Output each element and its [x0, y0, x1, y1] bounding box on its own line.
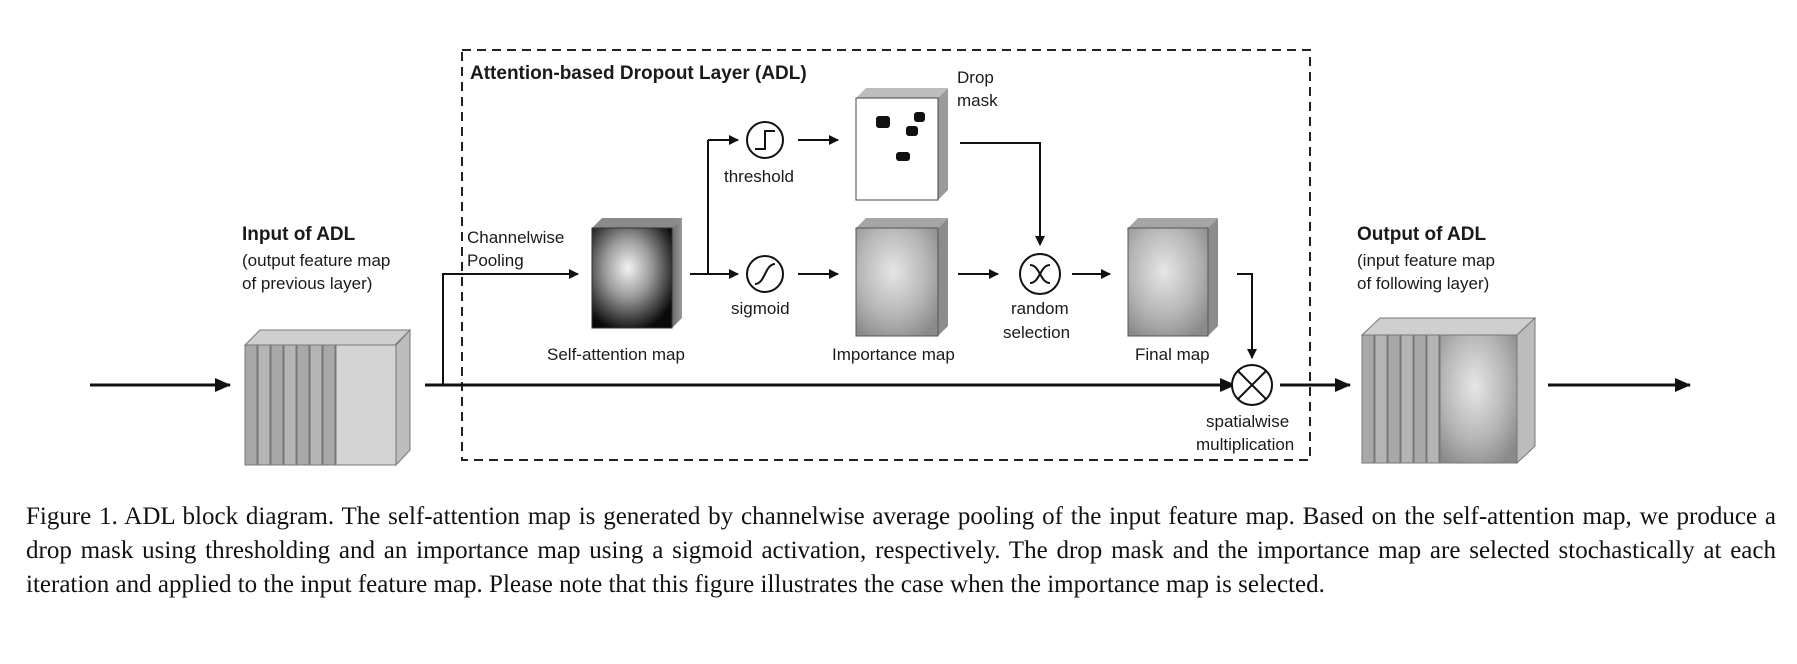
final-map-label: Final map: [1135, 345, 1210, 364]
output-subtitle-1: (input feature map: [1357, 251, 1495, 270]
step-function-icon: [755, 130, 775, 150]
input-title: Input of ADL: [242, 224, 356, 245]
final-to-multiply-arrow: [1237, 273, 1257, 359]
output-title: Output of ADL: [1357, 224, 1486, 245]
drop-mask-label-1: Drop: [957, 68, 994, 87]
spatialwise-label-1: spatialwise: [1206, 412, 1289, 431]
importance-label: Importance map: [832, 345, 955, 364]
sigmoid-label: sigmoid: [731, 299, 790, 318]
input-feature-map: [243, 328, 412, 467]
output-subtitle-2: of following layer): [1357, 274, 1489, 293]
sigmoid-curve-icon: [754, 263, 776, 285]
cross-glyph-icon: [1237, 370, 1267, 400]
self-attention-map: [591, 218, 682, 329]
output-feature-map: [1360, 316, 1537, 465]
shuffle-glyph-icon: [1029, 264, 1051, 284]
figure-caption: Figure 1. ADL block diagram. The self-at…: [26, 503, 1776, 598]
self-attention-label: Self-attention map: [547, 345, 685, 364]
adl-boundary-box: [461, 49, 1311, 461]
drop-mask: [855, 88, 948, 201]
pooling-arrow: [442, 269, 579, 385]
random-selection-label-1: random: [1011, 299, 1069, 318]
importance-map: [855, 218, 948, 337]
pooling-label-2: Pooling: [467, 251, 524, 270]
threshold-label: threshold: [724, 167, 794, 186]
spatialwise-label-2: multiplication: [1196, 435, 1294, 454]
mask-to-selection-arrow: [960, 142, 1045, 246]
pooling-label-1: Channelwise: [467, 228, 564, 247]
random-selection-label-2: selection: [1003, 323, 1070, 342]
drop-mask-label-2: mask: [957, 91, 998, 110]
input-subtitle-1: (output feature map: [242, 251, 390, 270]
adl-block-diagram: Attention-based Dropout Layer (ADL) Inpu…: [90, 49, 1691, 467]
final-map: [1127, 218, 1218, 337]
adl-title: Attention-based Dropout Layer (ADL): [470, 63, 807, 84]
input-subtitle-2: of previous layer): [242, 274, 372, 293]
